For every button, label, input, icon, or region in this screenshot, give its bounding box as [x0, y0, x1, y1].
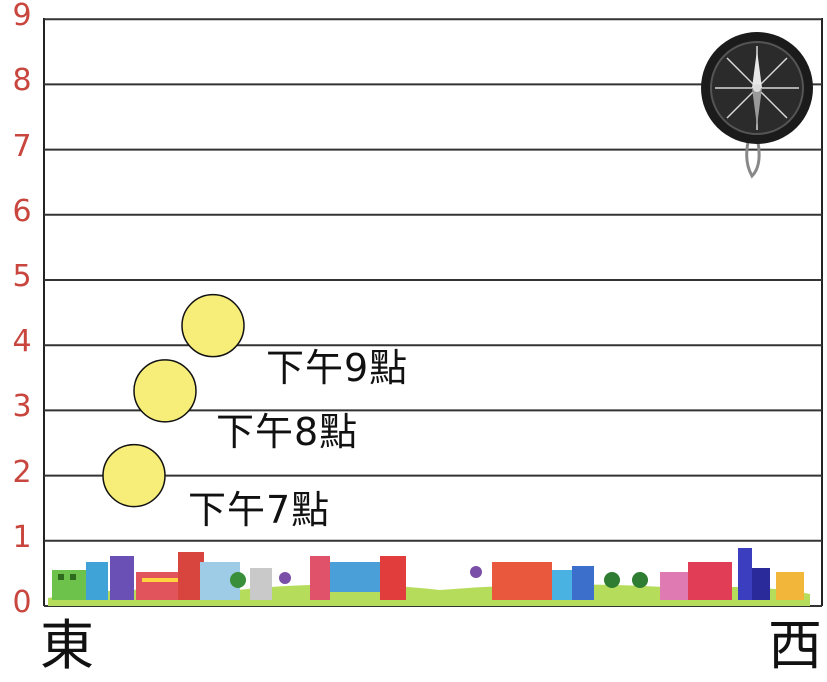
- y-tick-6: 6: [12, 193, 32, 229]
- sun-label-7pm: 下午7點: [188, 488, 331, 532]
- y-tick-2: 2: [12, 454, 32, 490]
- y-tick-0: 0: [12, 585, 32, 620]
- compass-icon: [701, 32, 813, 179]
- city-skyline: [48, 548, 810, 606]
- west-label: 西: [768, 614, 822, 677]
- y-tick-8: 8: [12, 63, 32, 99]
- sun-7pm: [102, 443, 166, 508]
- y-tick-4: 4: [12, 324, 32, 360]
- sun-label-9pm: 下午9點: [266, 346, 409, 390]
- y-tick-7: 7: [12, 128, 32, 164]
- sun-label-8pm: 下午8點: [216, 410, 359, 454]
- y-tick-9: 9: [12, 0, 32, 34]
- east-label: 東: [40, 614, 94, 677]
- y-tick-3: 3: [12, 389, 32, 425]
- sun-8pm: [133, 359, 197, 423]
- sun-9pm: [181, 293, 245, 358]
- y-tick-5: 5: [12, 259, 32, 294]
- y-tick-1: 1: [12, 519, 32, 555]
